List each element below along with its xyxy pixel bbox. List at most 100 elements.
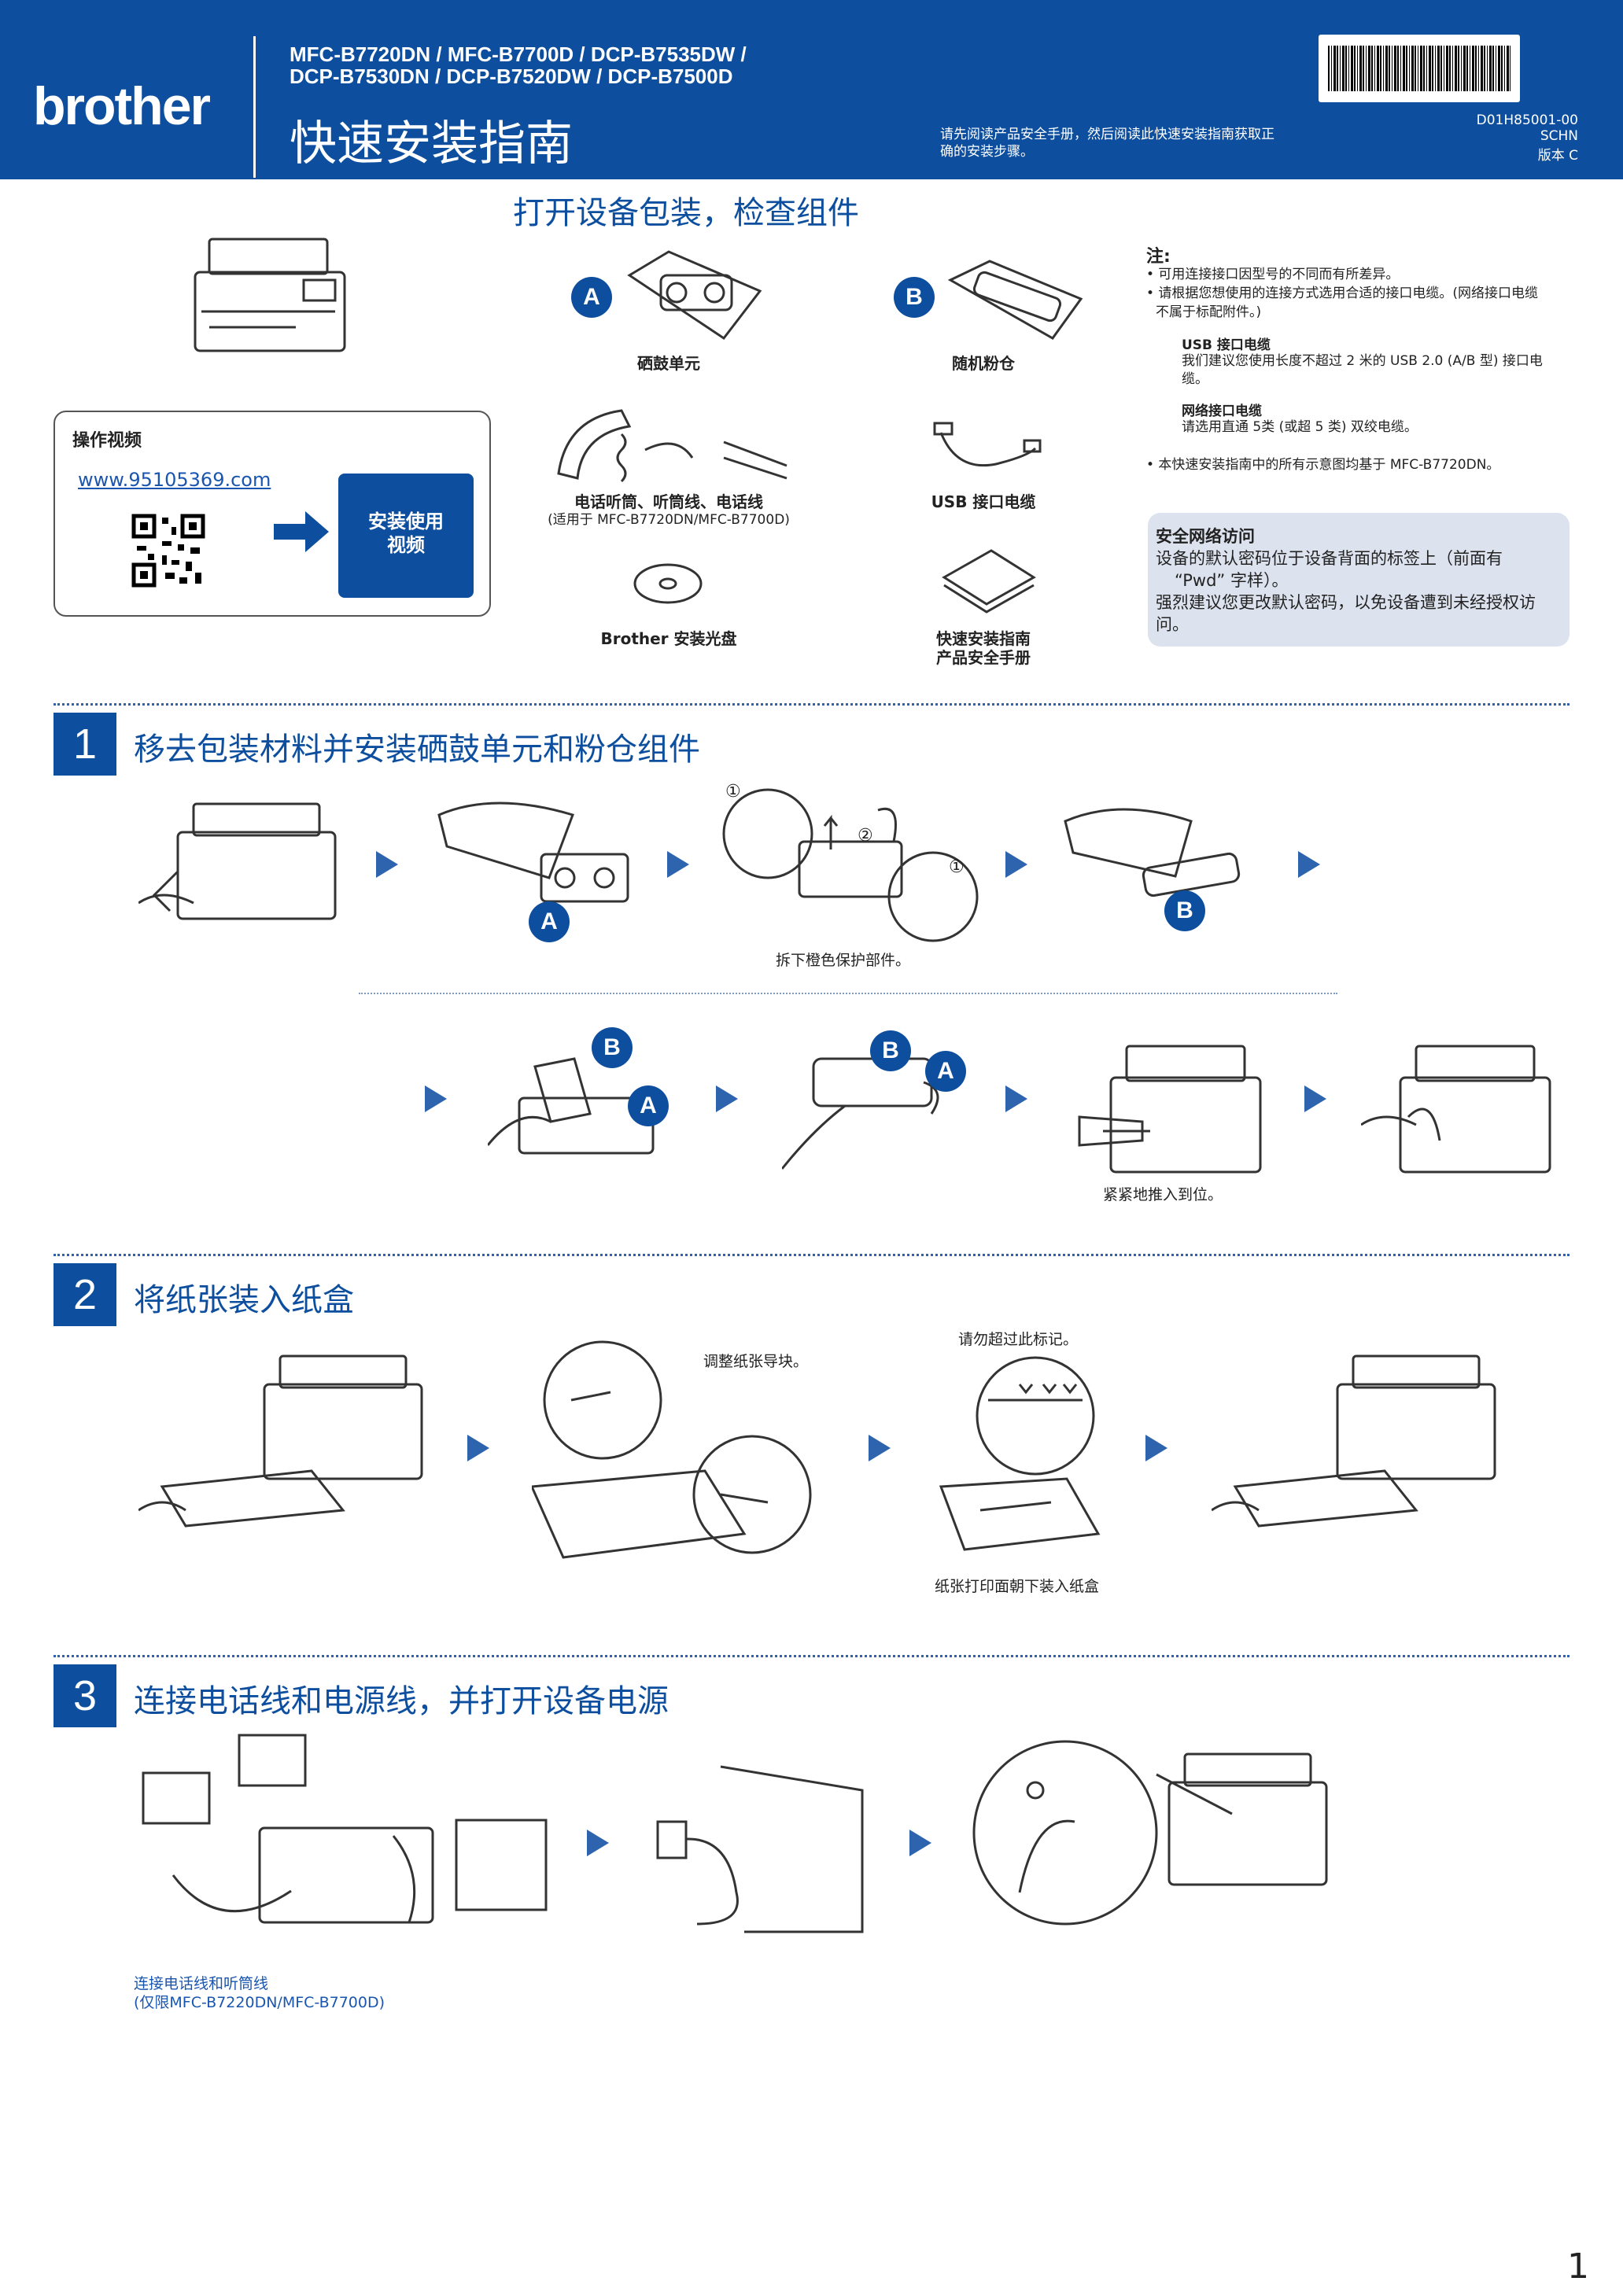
toner-unpack-icon (1064, 808, 1241, 897)
region-code: SCHN (1540, 128, 1578, 144)
note-line3: 不属于标配附件。) (1156, 304, 1262, 320)
step1-badge-a: A (529, 901, 570, 942)
step-arrow-icon (1304, 1085, 1326, 1112)
model-list-line2: DCP-B7530DN / DCP-B7520DW / DCP-B7500D (290, 64, 733, 88)
step1-badge-b3: B (870, 1030, 911, 1071)
video-panel (53, 411, 491, 617)
step-arrow-icon (909, 1830, 931, 1856)
load-paper-icon (939, 1356, 1101, 1551)
usb-label: USB 接口电缆 (931, 492, 1036, 511)
phone-sub-label: (适用于 MFC-B7720DN/MFC-B7700D) (548, 512, 790, 528)
step-arrow-icon (1145, 1435, 1167, 1461)
phone-label: 电话听筒、听筒线、电话线 (574, 492, 763, 511)
step1-circled-1b: ① (949, 857, 965, 877)
printer-icon (194, 238, 346, 352)
note-line1: • 可用连接接口因型号的不同而有所差异。 (1146, 267, 1400, 282)
close-front-cover-icon (1361, 1045, 1551, 1174)
phone-connect-caption: 连接电话线和听筒线 (仅限MFC-B7220DN/MFC-B7700D) (134, 1974, 385, 2012)
step1-badge-b: B (1164, 890, 1205, 931)
page-number: 1 (1567, 2246, 1589, 2287)
step3-title: 连接电话线和电源线，并打开设备电源 (134, 1683, 669, 1719)
security-line4: 问。 (1156, 615, 1189, 634)
video-title: 操作视频 (72, 431, 142, 451)
step1-title: 移去包装材料并安装硒鼓单元和粉仓组件 (134, 732, 700, 768)
cd-label: Brother 安装光盘 (600, 629, 737, 648)
badge-a: A (571, 277, 612, 318)
phone-connect-caption-line1: 连接电话线和听筒线 (134, 1975, 269, 1992)
badge-b: B (894, 277, 935, 318)
drum-unpack-icon (437, 802, 629, 903)
drum-label: 硒鼓单元 (637, 354, 700, 373)
step-arrow-icon (716, 1085, 738, 1112)
setup-video-button[interactable]: 安装使用 视频 (338, 474, 474, 598)
power-on-icon (972, 1740, 1328, 1926)
handset-icon (557, 409, 788, 483)
safety-manual-label: 产品安全手册 (936, 648, 1031, 667)
note-line2: • 请根据您想使用的连接方式选用合适的接口电缆。(网络接口电缆 (1146, 286, 1539, 301)
max-mark-caption: 请勿超过此标记。 (958, 1331, 1079, 1348)
step-arrow-icon (667, 851, 689, 878)
step3-number: 3 (53, 1664, 116, 1727)
connect-power-cord-icon (656, 1765, 864, 1933)
manual-icon (942, 549, 1036, 614)
guide-label: 快速安装指南 (936, 629, 1031, 648)
step-arrow-icon (376, 851, 398, 878)
cd-icon (633, 563, 703, 604)
header-note-line1: 请先阅读产品安全手册，然后阅读此快速安装指南获取正 (940, 127, 1274, 142)
step1-badge-b2: B (592, 1027, 633, 1068)
usb-cable-note-text: 我们建议您使用长度不超过 2 米的 USB 2.0 (A/B 型) 接口电缆。 (1182, 353, 1543, 387)
toner-label: 随机粉仓 (952, 354, 1015, 373)
step1-circled-1: ① (725, 782, 741, 802)
step1-number: 1 (53, 713, 116, 776)
section-divider (53, 1655, 1570, 1657)
step-arrow-icon (587, 1830, 609, 1856)
brother-logo: brother (33, 76, 211, 136)
security-panel: 安全网络访问 设备的默认密码位于设备背面的标签上（前面有 “Pwd” 字样）。 … (1148, 513, 1570, 647)
phone-connect-caption-line2: (仅限MFC-B7220DN/MFC-B7700D) (134, 1994, 385, 2011)
remove-protective-part-icon (722, 788, 979, 942)
adjust-paper-guides-icon (532, 1340, 812, 1559)
model-list-line1: MFC-B7720DN / MFC-B7700D / DCP-B7535DW / (290, 42, 747, 66)
step1-sub-divider (359, 993, 1337, 994)
barcode-panel (1319, 35, 1520, 102)
pull-out-tray-icon (138, 1354, 423, 1528)
notes-title: 注: (1146, 247, 1171, 267)
section-divider (53, 1254, 1570, 1256)
header-divider (253, 36, 256, 178)
note-line4: • 本快速安装指南中的所有示意图均基于 MFC-B7720DN。 (1146, 457, 1500, 473)
setup-video-button-line2: 视频 (387, 534, 425, 556)
connect-phone-line-icon (142, 1734, 548, 1924)
section-divider (53, 703, 1570, 706)
insert-drum-into-printer-icon (1078, 1045, 1262, 1174)
step-arrow-icon (467, 1435, 489, 1461)
step1-badge-a3: A (925, 1051, 966, 1092)
video-link[interactable]: www.95105369.com (78, 469, 271, 491)
qr-code-icon (131, 513, 206, 588)
load-paper-caption: 纸张打印面朝下装入纸盒 (935, 1578, 1100, 1595)
security-title: 安全网络访问 (1156, 527, 1255, 546)
header-note-line2: 确的安装步骤。 (940, 144, 1034, 160)
barcode-icon (1328, 46, 1510, 91)
network-cable-note-text: 请选用直通 5类 (或超 5 类) 双绞电缆。 (1182, 419, 1418, 435)
usb-cable-note-title: USB 接口电缆 (1182, 337, 1271, 353)
step-arrow-icon (1005, 851, 1027, 878)
document-title: 快速安装指南 (290, 116, 573, 171)
usb-cable-icon (933, 422, 1042, 467)
step-arrow-icon (1005, 1085, 1027, 1112)
security-line2: “Pwd” 字样）。 (1175, 571, 1289, 590)
arrow-right-icon (274, 511, 329, 552)
step2-number: 2 (53, 1263, 116, 1326)
document-code: D01H85001-00 (1476, 112, 1578, 128)
push-in-caption: 紧紧地推入到位。 (1103, 1186, 1223, 1203)
network-cable-note-title: 网络接口电缆 (1182, 404, 1262, 419)
step1-circled-2: ② (858, 826, 873, 846)
toner-icon (947, 260, 1083, 340)
step1-badge-a2: A (628, 1085, 669, 1126)
security-line3: 强烈建议您更改默认密码，以免设备遭到未经授权访 (1156, 593, 1536, 612)
step-arrow-icon (425, 1085, 447, 1112)
step-arrow-icon (869, 1435, 891, 1461)
remove-protective-caption: 拆下橙色保护部件。 (776, 952, 911, 969)
unpack-title: 打开设备包装，检查组件 (513, 195, 859, 231)
step2-title: 将纸张装入纸盒 (134, 1282, 354, 1318)
printer-open-icon (138, 802, 337, 920)
